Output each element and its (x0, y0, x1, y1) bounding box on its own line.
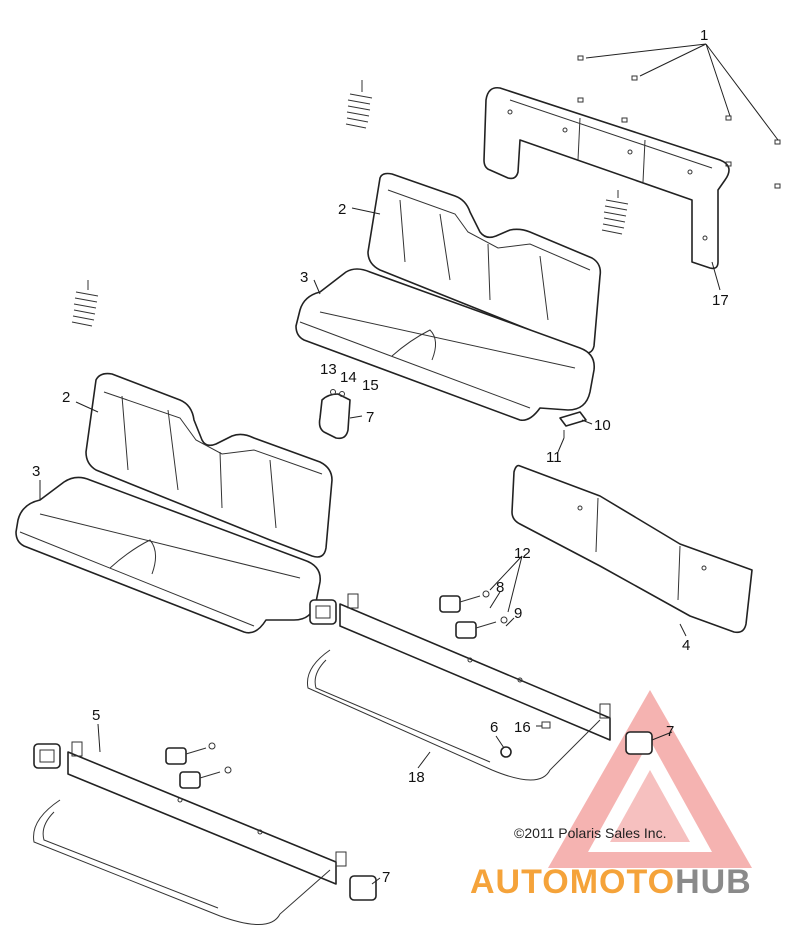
copyright-notice: ©2011 Polaris Sales Inc. (514, 825, 666, 841)
bolt-16 (541, 721, 551, 729)
callout-7-bottom: 7 (382, 869, 390, 886)
nut-6 (500, 746, 512, 758)
spring-top (345, 80, 373, 129)
upper-seat-frame (306, 593, 611, 781)
callout-7-pad: 7 (366, 409, 374, 426)
callout-12: 12 (514, 545, 531, 562)
latch-upper-left (309, 599, 337, 625)
callout-13: 13 (320, 361, 337, 378)
callout-9: 9 (514, 605, 522, 622)
watermark-part-hub: HUB (675, 863, 752, 901)
callout-2-upper: 2 (338, 201, 346, 218)
watermark-part-automoto: AUTOMOTO (470, 863, 675, 901)
watermark-logo-triangle (548, 690, 752, 868)
callout-7-right: 7 (666, 723, 674, 740)
spring-left (71, 280, 99, 327)
buckle-lower-a (165, 742, 216, 765)
leader-lines (39, 43, 779, 885)
upper-seat-cushion (295, 268, 596, 422)
pad-bracket (318, 389, 351, 440)
callout-17: 17 (712, 292, 729, 309)
callout-15: 15 (362, 377, 379, 394)
callout-2-lower: 2 (62, 389, 70, 406)
callout-8: 8 (496, 579, 504, 596)
watermark-wordmark: AUTOMOTOHUB (470, 863, 752, 901)
callout-4: 4 (682, 637, 690, 654)
back-support-panel (483, 86, 730, 270)
buckle-upper-a (439, 590, 490, 613)
latch-upper-right (625, 731, 653, 755)
lower-seat-back (85, 372, 333, 558)
buckle-upper-b (455, 616, 508, 639)
spring-right (601, 190, 629, 235)
callout-10: 10 (594, 417, 611, 434)
callout-18: 18 (408, 769, 425, 786)
callout-6: 6 (490, 719, 498, 736)
screws (577, 55, 781, 189)
callout-14: 14 (340, 369, 357, 386)
callout-1: 1 (700, 27, 708, 44)
latch-tab (559, 411, 587, 438)
buckle-lower-b (179, 766, 232, 789)
callout-5: 5 (92, 707, 100, 724)
callout-16: 16 (514, 719, 531, 736)
callout-3-lower: 3 (32, 463, 40, 480)
latch-lower-left (33, 743, 61, 769)
latch-lower-right (349, 875, 377, 901)
callout-labels: 1 17 2 3 13 14 15 7 10 11 2 3 12 8 9 4 5… (32, 27, 729, 886)
cover-panel (511, 464, 753, 634)
callout-3-upper: 3 (300, 269, 308, 286)
callout-11: 11 (546, 449, 562, 466)
lower-seat-frame (33, 741, 347, 925)
